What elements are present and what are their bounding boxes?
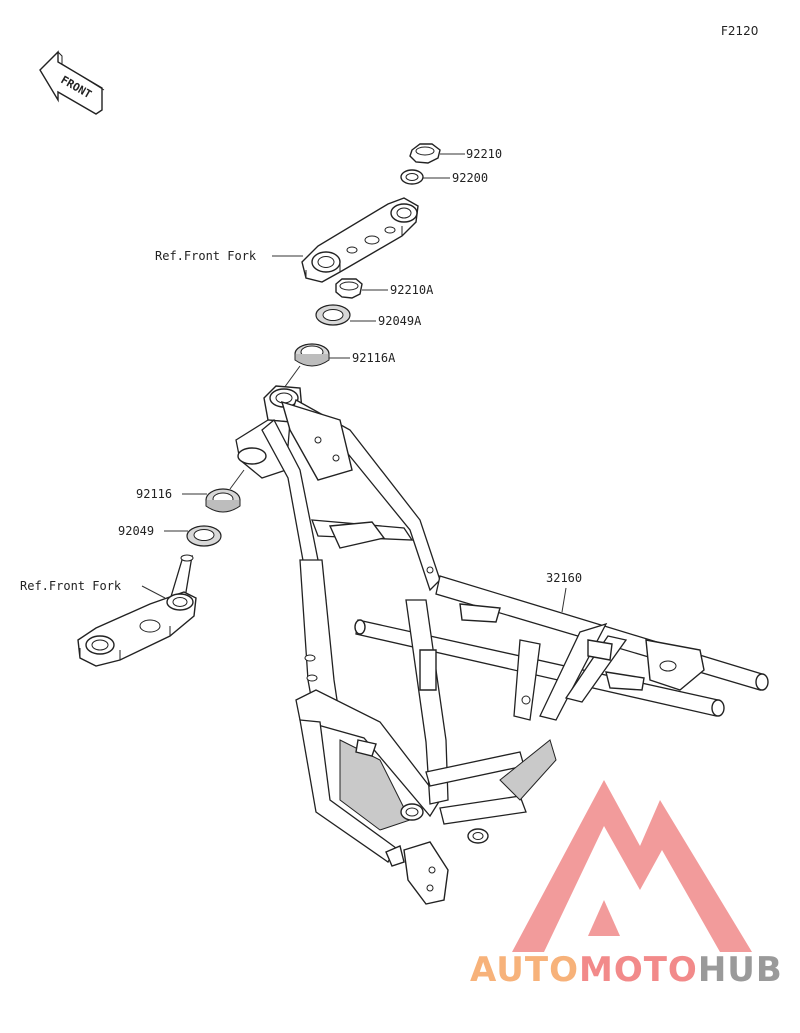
callout-92116A: 92116A — [352, 351, 396, 365]
callout-92116: 92116 — [136, 487, 172, 501]
main-frame — [235, 385, 769, 905]
steering-stem-nut — [409, 143, 441, 164]
watermark-auto: AUTO — [470, 950, 579, 990]
bearing-upper — [294, 343, 330, 367]
callout-92210: 92210 — [466, 147, 502, 161]
watermark-text: AUTOMOTOHUB — [470, 950, 783, 990]
watermark-moto: MOTO — [578, 950, 698, 990]
bearing-lower — [205, 488, 241, 513]
washer — [400, 169, 424, 185]
callout-92210A: 92210A — [390, 283, 434, 297]
dust-seal-upper — [315, 304, 351, 326]
watermark-hub: HUB — [697, 950, 783, 990]
callout-32160: 32160 — [546, 571, 582, 585]
callout-ref-front-fork-upper: Ref.Front Fork — [155, 249, 257, 263]
upper-fork-bracket — [301, 197, 419, 283]
dust-seal-lower — [186, 525, 222, 547]
callout-92049: 92049 — [118, 524, 154, 538]
callout-92200: 92200 — [452, 171, 488, 185]
steering-stem-lower-bracket — [77, 554, 197, 667]
diagram-code: F2120 — [721, 24, 759, 38]
callout-ref-front-fork-lower: Ref.Front Fork — [20, 579, 122, 593]
watermark-logo — [512, 780, 752, 952]
callout-92049A: 92049A — [378, 314, 422, 328]
front-direction-arrow: FRONT — [39, 50, 105, 115]
adjusting-nut — [335, 278, 363, 299]
